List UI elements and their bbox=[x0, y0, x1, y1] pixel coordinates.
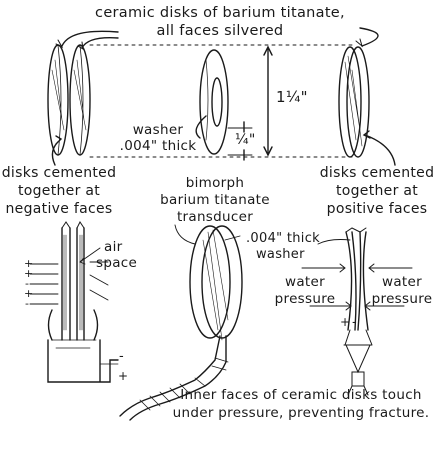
polarity-sign: - bbox=[25, 297, 30, 310]
washer-label-line2: .004" thick bbox=[119, 138, 197, 154]
pos-arrow bbox=[362, 130, 396, 166]
minus-sign-right: - bbox=[352, 315, 357, 330]
minus-terminal: - bbox=[119, 349, 124, 364]
negative-faces-line1: disks cemented bbox=[1, 165, 117, 181]
polarity-sign: + bbox=[24, 287, 34, 300]
washer-drawing bbox=[199, 49, 229, 155]
height-dimension-label: 1¼" bbox=[276, 88, 308, 106]
thick-washer-line2: washer bbox=[256, 247, 305, 262]
bimorph-line1: bimorph bbox=[185, 175, 245, 191]
positive-faces-line3: positive faces bbox=[326, 201, 428, 217]
pressure-cross-section bbox=[301, 227, 413, 396]
bottom-caption-line2: under pressure, preventing fracture. bbox=[172, 405, 430, 421]
title-line-1: ceramic disks of barium titanate, bbox=[95, 5, 345, 21]
polarity-sign: + bbox=[24, 267, 34, 280]
washer-arrow bbox=[195, 115, 207, 139]
water-pressure-right-line2: pressure bbox=[371, 291, 433, 307]
plus-terminal: + bbox=[118, 369, 129, 383]
height-dimension bbox=[263, 45, 273, 157]
air-space-line2: space bbox=[96, 255, 138, 271]
bimorph-transducer bbox=[119, 224, 243, 421]
bottom-caption-line1: Inner faces of ceramic disks touch bbox=[180, 387, 422, 403]
small-dimension-label: ¼" bbox=[235, 132, 256, 148]
bimorph-line3: transducer bbox=[176, 209, 254, 225]
plus-sign-right: + bbox=[340, 315, 351, 329]
polarity-sign: + bbox=[24, 257, 34, 270]
neg-arrow bbox=[51, 135, 63, 166]
negative-faces-line2: together at bbox=[17, 183, 101, 199]
water-pressure-left-line2: pressure bbox=[274, 291, 336, 307]
alignment-lines bbox=[89, 44, 356, 158]
washer-label-line1: washer bbox=[132, 122, 184, 138]
title-arrows bbox=[55, 27, 379, 50]
thick-washer-line1: .004" thick bbox=[246, 231, 320, 246]
negative-faces-line3: negative faces bbox=[5, 201, 113, 217]
bimorph-line2: barium titanate bbox=[160, 192, 270, 208]
disk-pair-right bbox=[338, 46, 370, 158]
cross-section-left bbox=[29, 221, 119, 383]
small-dimension bbox=[227, 121, 253, 161]
water-pressure-right-line1: water bbox=[382, 274, 422, 290]
positive-faces-line1: disks cemented bbox=[319, 165, 435, 181]
disk-pair-left bbox=[47, 44, 91, 156]
title-line-2: all faces silvered bbox=[156, 23, 284, 39]
polarity-sign: - bbox=[25, 277, 30, 290]
water-pressure-left-line1: water bbox=[285, 274, 325, 290]
air-space-line1: air bbox=[104, 239, 123, 255]
positive-faces-line2: together at bbox=[335, 183, 419, 199]
